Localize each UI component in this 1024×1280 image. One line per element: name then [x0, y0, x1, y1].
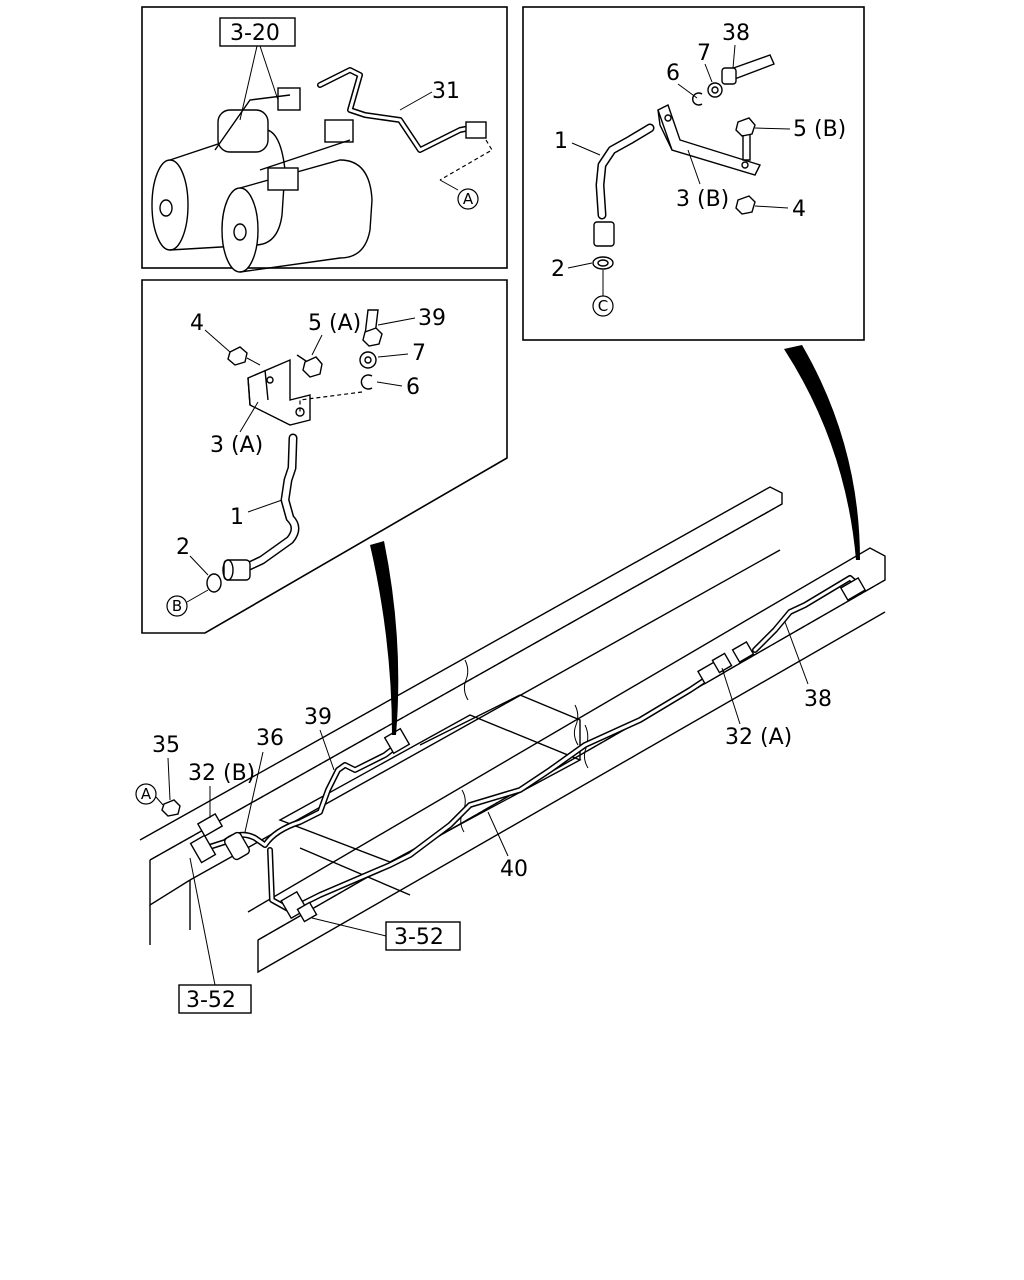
circle-a-main: A: [141, 785, 152, 803]
label-1-box3: 1: [554, 129, 568, 154]
pointer-arrow-left: [370, 541, 399, 735]
main-callouts: 35 A 32 (B) 36 39 38 32 (A) 40 3-52 3-52: [135, 621, 832, 1014]
pointer-arrow-right: [784, 345, 860, 560]
label-6-box2: 6: [406, 375, 420, 400]
label-32a: 32 (A): [725, 725, 792, 750]
label-31: 31: [432, 79, 460, 104]
detail-box-bracket-b: 38 7 6 5 (B) 1 3 (B) 4 2 C: [522, 6, 865, 341]
label-38-main: 38: [804, 687, 832, 712]
label-3b: 3 (B): [676, 187, 729, 212]
label-36: 36: [256, 726, 284, 751]
label-40: 40: [500, 857, 528, 882]
ref-box-3-52-left: [178, 984, 252, 1014]
ref-box-3-52-right: [385, 921, 461, 951]
ref-3-52-right: 3-52: [394, 925, 444, 950]
label-39-box2: 39: [418, 306, 446, 331]
brake-pipe-lines: [161, 575, 867, 923]
label-5b: 5 (B): [793, 117, 846, 142]
label-2-box3: 2: [551, 257, 565, 282]
detail-box-bracket-a: 4 5 (A) 39 7 6 3 (A) 1 2 B: [141, 279, 508, 634]
circle-b: B: [172, 597, 182, 615]
label-7-box3: 7: [697, 41, 711, 66]
label-2-box2: 2: [176, 535, 190, 560]
ref-box-3-20: [219, 17, 296, 47]
label-4-box3: 4: [792, 197, 806, 222]
label-39-main: 39: [304, 705, 332, 730]
label-6-box3: 6: [666, 61, 680, 86]
label-38-box3: 38: [722, 21, 750, 46]
label-1-box2: 1: [230, 505, 244, 530]
label-7-box2: 7: [412, 341, 426, 366]
label-5a: 5 (A): [308, 311, 361, 336]
label-32b: 32 (B): [188, 761, 255, 786]
ref-3-20: 3-20: [230, 21, 280, 46]
label-4-box2: 4: [190, 311, 204, 336]
detail-box-pressure-tanks: 3-20 31 A: [141, 6, 508, 273]
label-3a: 3 (A): [210, 433, 263, 458]
circle-a-box1: A: [463, 190, 474, 208]
label-35: 35: [152, 733, 180, 758]
circle-c: C: [598, 297, 608, 315]
ref-3-52-left: 3-52: [186, 988, 236, 1013]
